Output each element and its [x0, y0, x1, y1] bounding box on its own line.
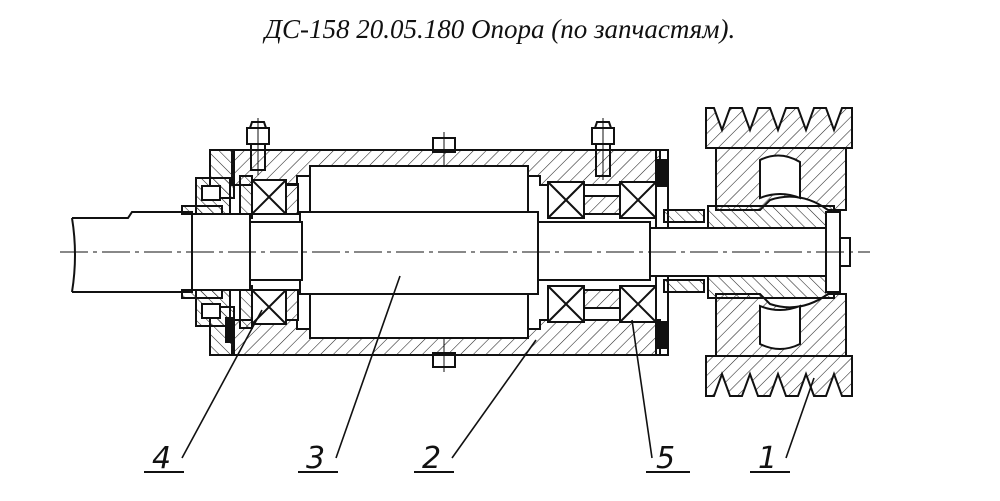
- callout-2: 2: [422, 441, 441, 476]
- leader-line-4: [144, 309, 263, 473]
- leader-line-2: [414, 339, 537, 473]
- callout-1: 1: [758, 441, 777, 476]
- bearing-left-part-4: [239, 175, 299, 329]
- bolt-top-middle: [432, 132, 456, 170]
- drawing-title: ДС-158 20.05.180 Опора (по запчастям).: [264, 14, 736, 44]
- callout-5: 5: [656, 441, 675, 476]
- leader-line-5: [631, 319, 690, 473]
- callout-3: 3: [306, 441, 325, 476]
- callout-4: 4: [152, 441, 171, 476]
- pulley-part-1: [705, 107, 853, 397]
- bolt-bottom-middle: [432, 338, 456, 372]
- drum-part-3: [299, 165, 539, 339]
- bolt-top-right: [591, 118, 615, 180]
- bearing-right-part-5: [547, 181, 657, 323]
- leader-line-3: [298, 275, 401, 473]
- leader-line-1: [750, 377, 815, 473]
- bolt-top-left: [246, 118, 270, 175]
